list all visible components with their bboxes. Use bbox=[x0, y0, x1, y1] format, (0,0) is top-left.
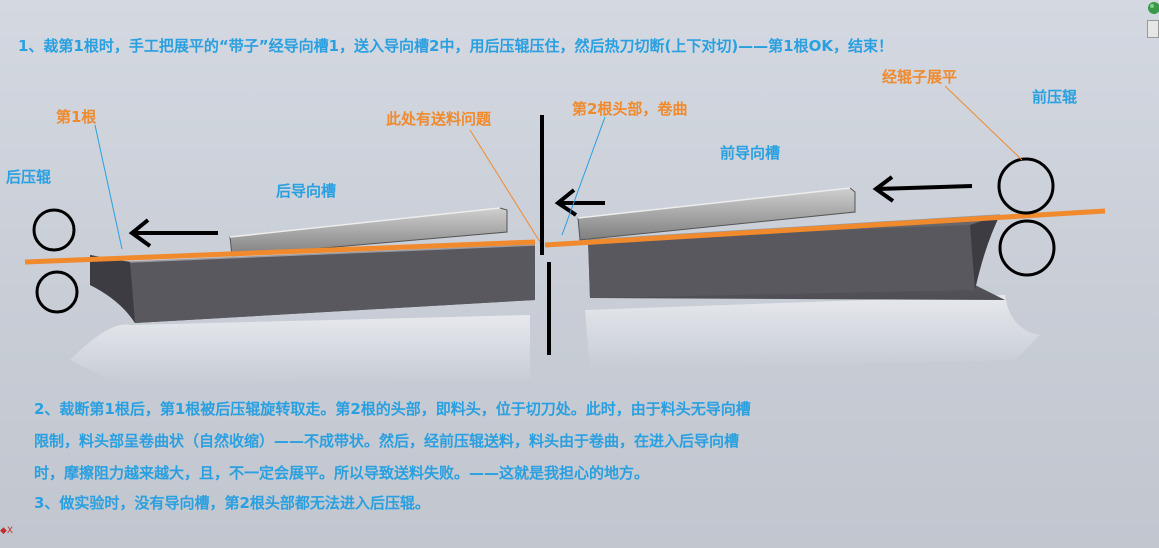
diagram-title: 1、裁第1根时，手工把展平的“带子”经导向槽1，送入导向槽2中，用后压辊压住，然… bbox=[18, 37, 893, 55]
front-reflection bbox=[585, 295, 1040, 370]
label-feed-problem: 此处有送料问题 bbox=[386, 110, 492, 128]
strip-first bbox=[24, 239, 536, 265]
rear-roller-top bbox=[32, 208, 76, 252]
label-front-guide: 前导向槽 bbox=[720, 144, 781, 162]
rear-reflection bbox=[70, 315, 530, 385]
label-front-roller: 前压辊 bbox=[1032, 88, 1078, 106]
bottom-marker-text: X bbox=[6, 526, 14, 536]
front-roller-bottom bbox=[998, 219, 1056, 277]
note-line-1: 2、裁断第1根后，第1根被后压辊旋转取走。第2根的头部，即料头，位于切刀处。此时… bbox=[34, 400, 751, 418]
label-second-head: 第2根头部，卷曲 bbox=[572, 100, 688, 118]
rear-guide-block bbox=[90, 244, 536, 323]
leader-feed bbox=[469, 129, 541, 243]
label-first-piece: 第1根 bbox=[56, 108, 97, 126]
label-rear-guide: 后导向槽 bbox=[276, 182, 337, 200]
leader-first bbox=[94, 124, 123, 250]
front-guide-rail bbox=[577, 187, 856, 241]
leader-second bbox=[561, 116, 606, 236]
arrow-x-icon: ◆X bbox=[0, 526, 14, 536]
side-toolbar-button[interactable] bbox=[1147, 20, 1159, 38]
label-rear-roller: 后压辊 bbox=[6, 168, 52, 186]
note-line-4: 3、做实验时，没有导向槽，第2根头部都无法进入后压辊。 bbox=[34, 494, 430, 512]
note-line-2: 限制，料头部呈卷曲状（自然收缩）——不成带状。然后，经前压辊送料，料头由于卷曲，… bbox=[34, 432, 740, 450]
front-roller-top bbox=[997, 157, 1055, 215]
leader-flatten bbox=[944, 85, 1023, 161]
arrow-left-icon bbox=[128, 218, 218, 248]
note-line-3: 时，摩擦阻力越来越大，且，不一定会展平。所以导致送料失败。——这就是我担心的地方… bbox=[34, 464, 650, 482]
strip-second bbox=[544, 208, 1106, 248]
globe-icon[interactable] bbox=[1147, 0, 1159, 18]
label-roller-flatten: 经辊子展平 bbox=[882, 68, 958, 86]
arrow-left-icon bbox=[872, 175, 973, 203]
rear-roller-bottom bbox=[35, 270, 79, 314]
arrow-left-icon bbox=[554, 188, 605, 217]
